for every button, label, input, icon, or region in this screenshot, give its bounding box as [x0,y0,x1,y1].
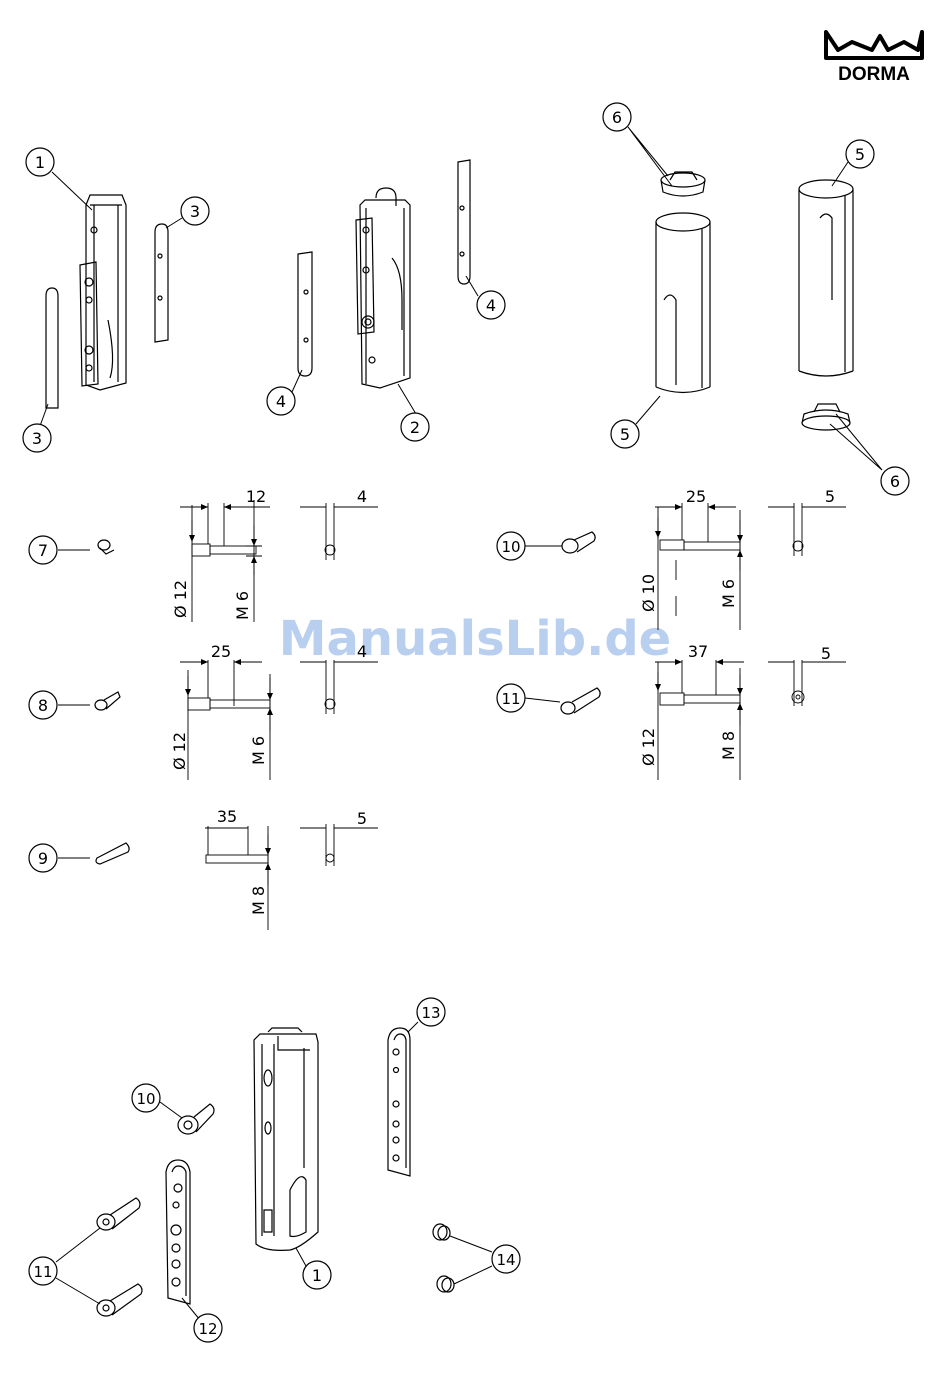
callout-11-bottom: 11 [29,1257,57,1285]
callout-4-right: 4 [477,291,505,319]
cover-strip-4-left [298,252,312,376]
dim-8-head: Ø 12 [170,732,189,770]
svg-text:3: 3 [32,429,42,448]
dim-11-hex: 5 [821,644,831,663]
screw-11-bottom-upper [97,1198,140,1230]
cover-strip-3-left [46,288,58,408]
watermark: ManualsLib.de [279,611,671,667]
dim-10-hex: 5 [825,487,835,506]
callout-6-bottom: 6 [881,467,909,495]
bushing-14-lower [437,1276,454,1292]
dim-8-hex: 4 [357,642,367,661]
callout-10-bottom: 10 [132,1084,160,1112]
callouts: 1 3 3 4 2 4 6 5 5 6 7 8 9 10 11 13 10 11… [23,103,909,1342]
callout-3-left: 3 [23,424,51,452]
brand-name: DORMA [838,64,910,85]
dim-10-thread: M 6 [719,579,738,608]
svg-text:4: 4 [276,392,286,411]
sleeve-5-right [799,180,853,376]
dim-10-length: 25 [686,487,706,506]
hinge-body-part-1-top [80,195,126,390]
svg-text:6: 6 [890,472,900,491]
cover-strip-4-right [458,160,470,284]
clamp-plate-12 [166,1160,190,1304]
svg-text:5: 5 [855,145,865,164]
dorma-logo: DORMA [826,32,922,85]
crown-icon [826,32,922,58]
svg-text:10: 10 [136,1090,155,1108]
hinge-body-part-1-bottom [254,1028,318,1250]
dim-11-length: 37 [688,642,708,661]
svg-text:2: 2 [410,418,420,437]
dim-11-head: Ø 12 [639,728,658,766]
svg-text:1: 1 [312,1266,322,1285]
svg-text:10: 10 [501,538,520,556]
bushing-14-upper [433,1224,450,1240]
callout-5-right: 5 [846,140,874,168]
svg-text:8: 8 [38,696,48,715]
end-cap-6-bottom [802,404,850,430]
callout-3-right: 3 [181,197,209,225]
callout-4-left: 4 [267,387,295,415]
clamp-plate-13 [388,1028,410,1176]
svg-text:3: 3 [190,202,200,221]
svg-text:12: 12 [198,1320,217,1338]
svg-text:4: 4 [486,296,496,315]
dim-10-head: Ø 10 [639,574,658,612]
dimension-drawing-10 [655,503,846,630]
callout-6-top: 6 [603,103,631,131]
svg-text:5: 5 [620,425,630,444]
callout-13: 13 [417,998,445,1026]
leader-lines [40,127,882,1320]
dim-9-hex: 5 [357,809,367,828]
svg-text:11: 11 [501,690,520,708]
dim-8-length: 25 [211,642,231,661]
svg-text:6: 6 [612,108,622,127]
dimension-drawing-11 [655,660,846,780]
dim-8-thread: M 6 [249,736,268,765]
callout-9: 9 [29,844,57,872]
callout-2: 2 [401,413,429,441]
callout-10: 10 [497,532,525,560]
callout-12: 12 [194,1314,222,1342]
screw-7 [98,540,114,554]
dim-11-thread: M 8 [719,731,738,760]
dim-9-thread: M 8 [249,886,268,915]
dim-7-head: Ø 12 [171,580,190,618]
screw-8 [95,692,120,710]
callout-5-left: 5 [611,420,639,448]
callout-8: 8 [29,691,57,719]
screw-9 [96,843,129,864]
screw-11 [561,688,600,714]
screw-10 [562,532,595,553]
sleeve-5-left [656,213,710,393]
dim-7-length: 12 [246,487,266,506]
dimension-drawing-8 [180,660,378,780]
cover-strip-3-right [155,224,168,342]
svg-text:11: 11 [33,1263,52,1281]
svg-text:1: 1 [35,153,45,172]
callout-7: 7 [29,536,57,564]
dim-7-hex: 4 [357,487,367,506]
svg-text:14: 14 [496,1251,515,1269]
callout-1-bottom: 1 [303,1261,331,1289]
svg-text:13: 13 [421,1004,440,1022]
callout-11: 11 [497,684,525,712]
screw-11-bottom-lower [97,1284,142,1316]
callout-1-top: 1 [26,148,54,176]
hinge-body-part-2 [356,188,410,388]
svg-text:9: 9 [38,849,48,868]
dim-9-length: 35 [217,807,237,826]
svg-text:7: 7 [38,541,48,560]
dimension-drawing-7 [180,500,378,622]
callout-14: 14 [492,1245,520,1273]
dim-7-thread: M 6 [233,591,252,620]
dimension-drawing-9 [205,824,378,930]
screw-10-bottom [178,1104,214,1134]
